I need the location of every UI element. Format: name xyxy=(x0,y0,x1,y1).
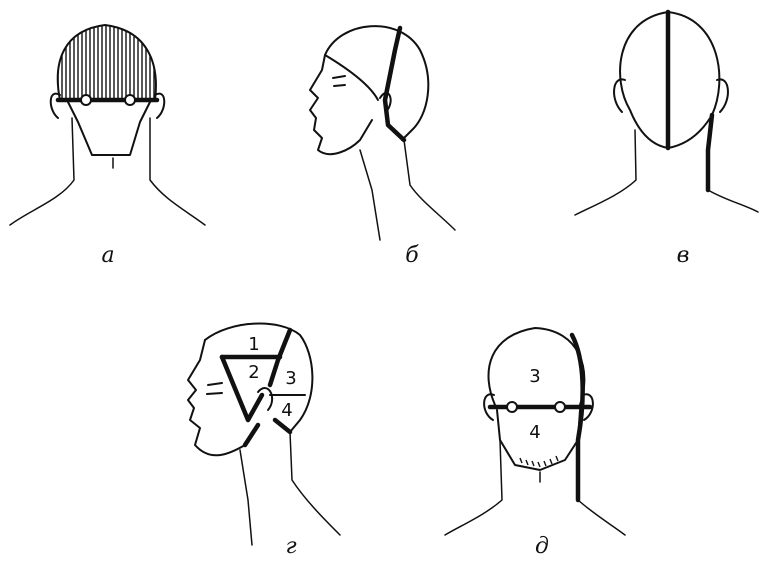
caption-d: д xyxy=(535,534,549,557)
eye-g xyxy=(207,393,222,394)
figure-d: 3 4 д xyxy=(445,328,625,557)
neck-d xyxy=(445,440,625,535)
nape-outline-a xyxy=(68,102,150,155)
eyebrow-b xyxy=(333,76,345,78)
zone-label-d-3: 3 xyxy=(529,366,540,387)
point-left-d xyxy=(507,402,517,412)
point-right-a xyxy=(125,95,135,105)
figure-g: 1 2 3 4 г xyxy=(188,324,340,557)
hatched-upper-zone xyxy=(58,22,158,100)
figure-b: б xyxy=(310,26,455,268)
neck-g xyxy=(240,432,340,545)
side-bold-d xyxy=(572,335,583,500)
point-right-d xyxy=(555,402,565,412)
figure-a: а xyxy=(10,22,205,268)
point-left-a xyxy=(81,95,91,105)
parting-line-b xyxy=(385,28,404,140)
head-outline-b xyxy=(325,26,428,140)
caption-a: а xyxy=(101,243,114,268)
ear-right-a xyxy=(155,94,164,118)
caption-g: г xyxy=(285,534,296,557)
face-profile-b xyxy=(310,55,372,154)
zone-line-nape-g xyxy=(275,420,290,432)
head-outline-a xyxy=(58,25,156,100)
eyebrow-g xyxy=(208,383,222,385)
eye-b xyxy=(334,85,345,86)
neck-b xyxy=(360,140,455,240)
zone-label-d-4: 4 xyxy=(529,422,540,443)
zone-label-3: 3 xyxy=(285,368,296,389)
zone-label-1: 1 xyxy=(248,334,259,355)
caption-b: б xyxy=(405,243,419,268)
jaw-bold-g xyxy=(245,425,258,445)
zone-label-4: 4 xyxy=(281,400,292,421)
figure-v: в xyxy=(575,12,758,268)
zone-label-2: 2 xyxy=(248,362,259,383)
neck-bold-v xyxy=(708,115,712,190)
neck-a xyxy=(10,118,205,225)
caption-v: в xyxy=(677,243,690,268)
